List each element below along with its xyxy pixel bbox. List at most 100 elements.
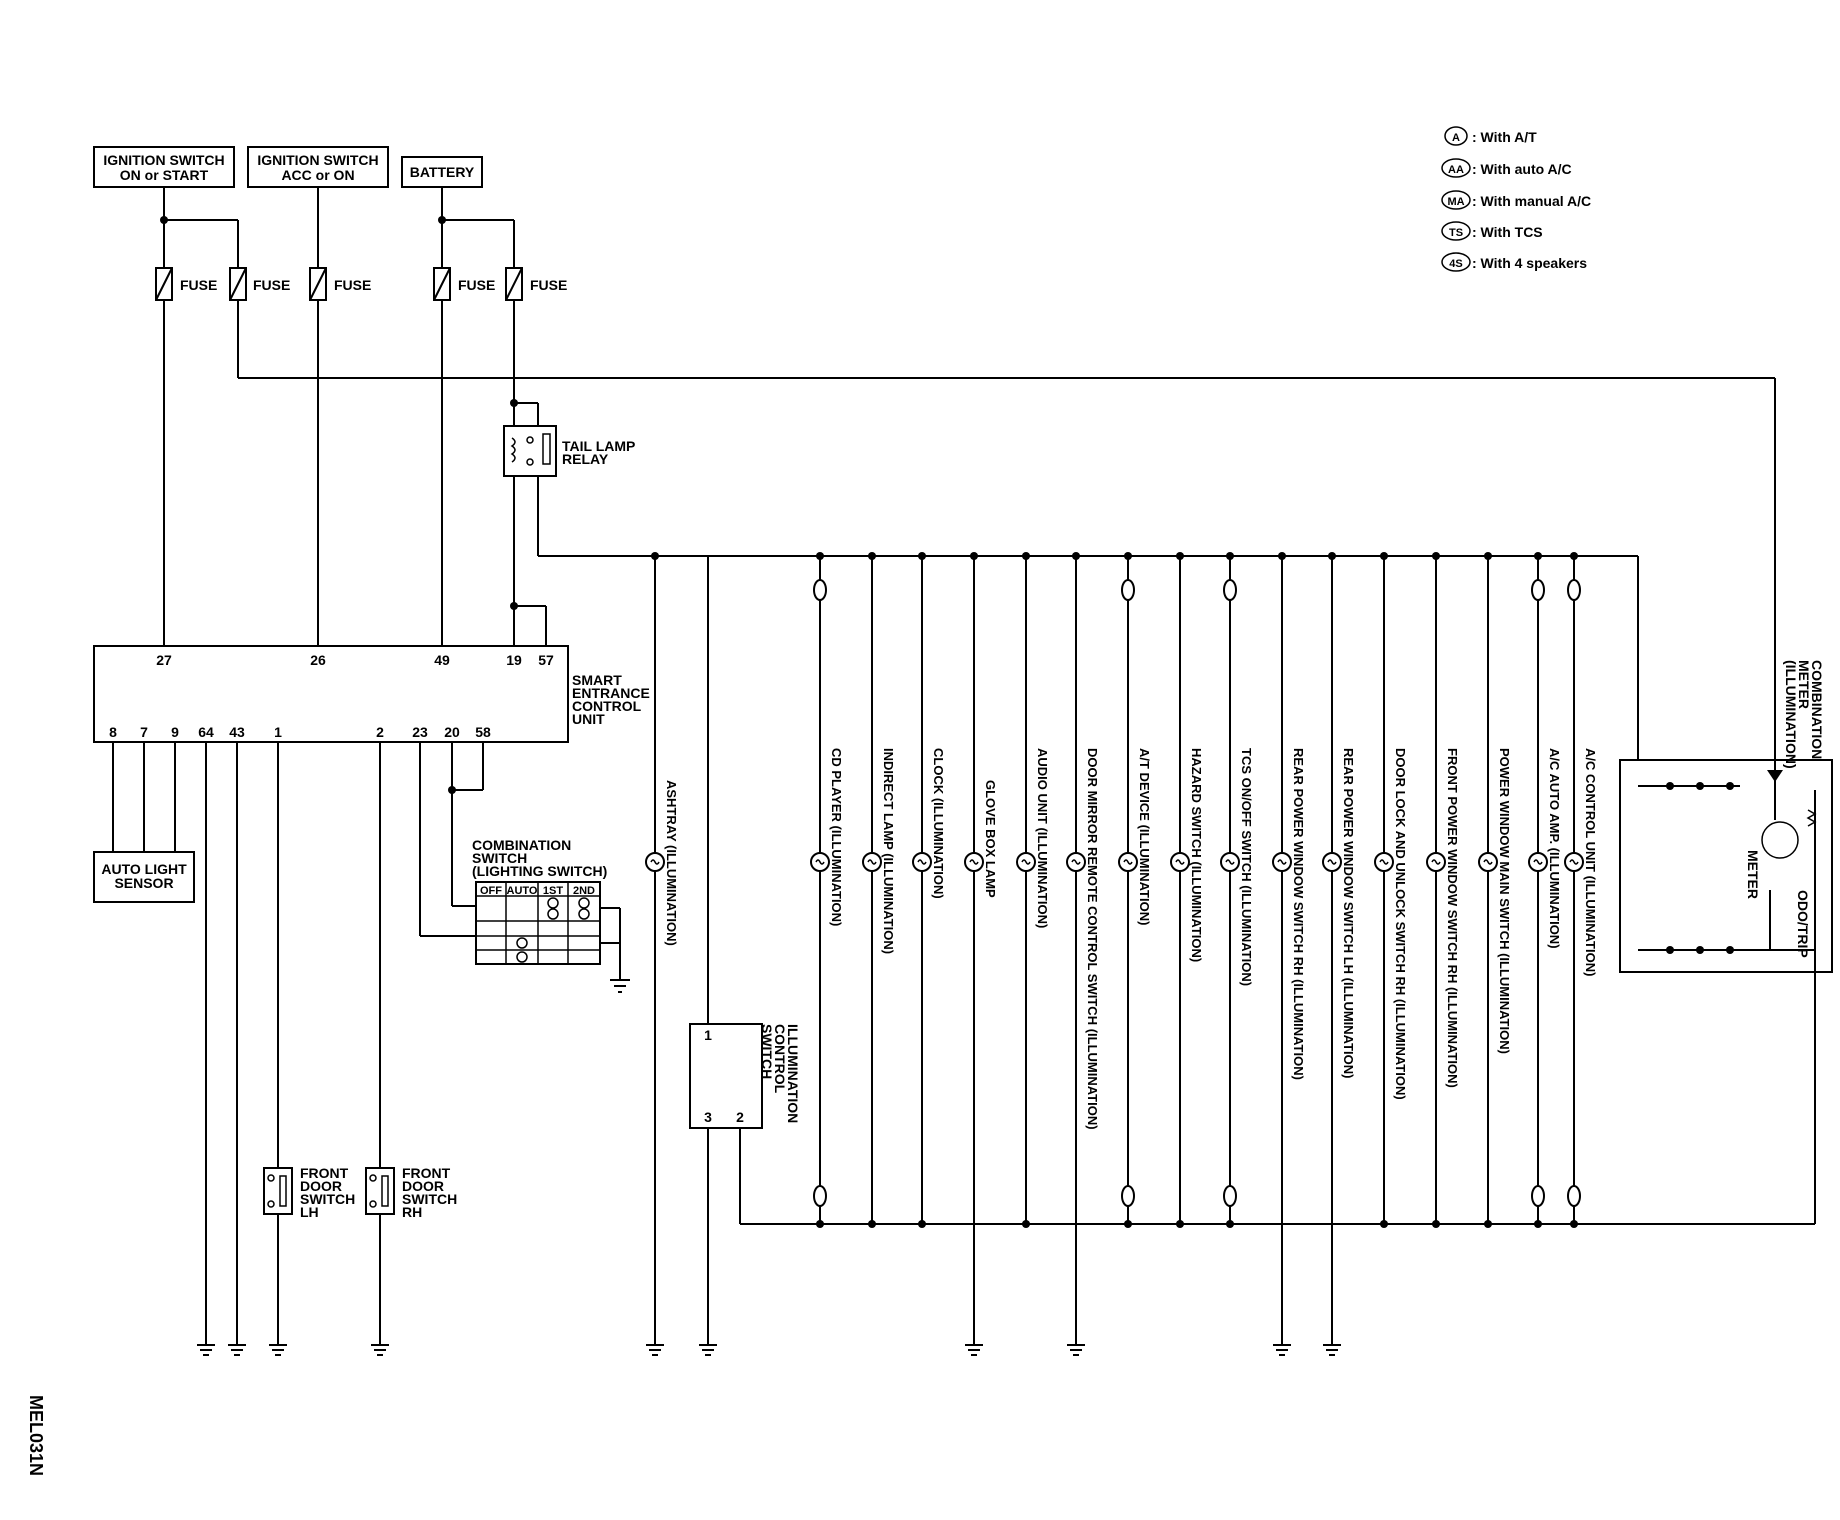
- sensor-label: SENSOR: [114, 875, 173, 891]
- lamp-branch: DOOR LOCK AND UNLOCK SWITCH RH (ILLUMINA…: [1374, 552, 1408, 1228]
- lamp-label: DOOR MIRROR REMOTE CONTROL SWITCH (ILLUM…: [1085, 748, 1100, 1130]
- relay-label: TAIL LAMP: [562, 438, 635, 454]
- lamp-branch: FRONT POWER WINDOW SWITCH RH (ILLUMINATI…: [1426, 552, 1460, 1228]
- legend-item: A : With A/T: [1444, 126, 1537, 146]
- lamp-label: REAR POWER WINDOW SWITCH RH (ILLUMINATIO…: [1291, 748, 1306, 1080]
- fuse-label: FUSE: [458, 277, 495, 293]
- switch-label: (LIGHTING SWITCH): [472, 863, 607, 879]
- door-switch-label: SWITCH: [300, 1191, 355, 1207]
- lamp-label: A/C CONTROL UNIT (ILLUMINATION): [1583, 748, 1598, 976]
- unit-label: ENTRANCE: [572, 685, 650, 701]
- battery: BATTERY: [401, 156, 483, 188]
- smart-entrance-control-unit: 27 26 49 19 57 8 7 9 64 43 1 2 23 20 58 …: [93, 645, 650, 743]
- lamp-label: AUDIO UNIT (ILLUMINATION): [1035, 748, 1050, 928]
- lamp-branch: REAR POWER WINDOW SWITCH LH (ILLUMINATIO…: [1322, 552, 1356, 1345]
- lamp-label: CLOCK (ILLUMINATION): [931, 748, 946, 899]
- lamp-branch: INDIRECT LAMP (ILLUMINATION): [862, 552, 896, 1228]
- fuse-label: FUSE: [334, 277, 371, 293]
- lamp-label: INDIRECT LAMP (ILLUMINATION): [881, 748, 896, 954]
- pin-label: 2: [376, 724, 384, 740]
- switch-label: CONTROL: [772, 1024, 788, 1094]
- lamp-branch: DOOR MIRROR REMOTE CONTROL SWITCH (ILLUM…: [1066, 552, 1100, 1345]
- pin-label: 9: [171, 724, 179, 740]
- fuse-label: FUSE: [530, 277, 567, 293]
- fuse: FUSE: [229, 220, 290, 301]
- source-label: BATTERY: [410, 164, 475, 180]
- front-door-switch-lh: FRONT DOOR SWITCH LH: [263, 1165, 355, 1220]
- auto-light-sensor: AUTO LIGHT SENSOR: [93, 851, 195, 903]
- legend-text: : With A/T: [1472, 129, 1537, 145]
- pin-label: 23: [412, 724, 428, 740]
- lamp-label: POWER WINDOW MAIN SWITCH (ILLUMINATION): [1497, 748, 1512, 1054]
- legend-text: : With auto A/C: [1472, 161, 1572, 177]
- pin-label: 57: [538, 652, 554, 668]
- ignition-switch-acc-on: IGNITION SWITCH ACC or ON: [247, 146, 389, 188]
- combination-meter: COMBINATION METER (ILLUMINATION) METER O…: [1619, 660, 1833, 1224]
- pin-label: 49: [434, 652, 450, 668]
- lamp-label: ASHTRAY (ILLUMINATION): [664, 780, 679, 946]
- fuse: FUSE: [155, 220, 217, 301]
- unit-label: SMART: [572, 672, 622, 688]
- legend-text: : With 4 speakers: [1472, 255, 1587, 271]
- ground-icon: [1323, 1344, 1341, 1356]
- lamp-label: GLOVE BOX LAMP: [983, 780, 998, 898]
- pin-label: 27: [156, 652, 172, 668]
- fuse-label: FUSE: [180, 277, 217, 293]
- meter-label: COMBINATION: [1809, 660, 1825, 759]
- lamp-label: DOOR LOCK AND UNLOCK SWITCH RH (ILLUMINA…: [1393, 748, 1408, 1100]
- pin-label: 26: [310, 652, 326, 668]
- legend-code: AA: [1448, 164, 1464, 176]
- lamp-branch: A/T DEVICE (ILLUMINATION): [1118, 552, 1152, 1228]
- pin-label: 19: [506, 652, 522, 668]
- lamp-label: TCS ON/OFF SWITCH (ILLUMINATION): [1239, 748, 1254, 986]
- ground-icon: [1273, 1344, 1291, 1356]
- pin-label: 2: [736, 1109, 744, 1125]
- lamp-branch: A/C CONTROL UNIT (ILLUMINATION): [1564, 552, 1598, 1228]
- lamp-branch: POWER WINDOW MAIN SWITCH (ILLUMINATION): [1478, 552, 1512, 1228]
- ground-icon: [699, 1344, 717, 1356]
- legend-item: TS : With TCS: [1441, 221, 1543, 241]
- ground-icon: [371, 1344, 389, 1356]
- legend-item: 4S : With 4 speakers: [1441, 252, 1587, 272]
- source-label: ACC or ON: [281, 167, 354, 183]
- legend-text: : With manual A/C: [1472, 193, 1591, 209]
- lamp-label: CD PLAYER (ILLUMINATION): [829, 748, 844, 926]
- ground-icon: [965, 1344, 983, 1356]
- legend-code: MA: [1447, 196, 1464, 208]
- lamp-branch: GLOVE BOX LAMP: [964, 552, 998, 1345]
- legend: A : With A/T AA : With auto A/C MA : Wit…: [1441, 126, 1591, 272]
- legend-item: MA : With manual A/C: [1441, 190, 1591, 210]
- door-switch-label: RH: [402, 1204, 422, 1220]
- switch-label: ILLUMINATION: [785, 1024, 801, 1123]
- legend-text: : With TCS: [1472, 224, 1543, 240]
- switch-position: AUTO: [507, 885, 538, 897]
- source-label: IGNITION SWITCH: [257, 152, 378, 168]
- legend-code: 4S: [1449, 258, 1462, 270]
- switch-label: SWITCH: [759, 1024, 775, 1079]
- meter-label: (ILLUMINATION): [1783, 660, 1799, 769]
- switch-position: 1ST: [543, 885, 563, 897]
- pin-label: 1: [274, 724, 282, 740]
- switch-label: SWITCH: [472, 850, 527, 866]
- relay-label: RELAY: [562, 451, 609, 467]
- unit-label: UNIT: [572, 711, 605, 727]
- source-label: ON or START: [120, 167, 209, 183]
- door-switch-label: LH: [300, 1204, 319, 1220]
- unit-label: CONTROL: [572, 698, 642, 714]
- meter-label: ODO/TRIP: [1795, 890, 1811, 958]
- fuse: FUSE: [433, 220, 495, 301]
- legend-code: TS: [1449, 227, 1463, 239]
- ground-icon: [646, 1344, 664, 1356]
- lamp-label: A/T DEVICE (ILLUMINATION): [1137, 748, 1152, 925]
- ground-symbols: [197, 1344, 1341, 1356]
- sensor-label: AUTO LIGHT: [101, 861, 187, 877]
- lamp-branch: CLOCK (ILLUMINATION): [912, 552, 946, 1228]
- door-switch-label: DOOR: [300, 1178, 342, 1194]
- meter-label: METER: [1745, 850, 1761, 899]
- source-label: IGNITION SWITCH: [103, 152, 224, 168]
- lamp-branch: HAZARD SWITCH (ILLUMINATION): [1170, 552, 1204, 1228]
- meter-label: METER: [1796, 660, 1812, 709]
- lamp-branch: REAR POWER WINDOW SWITCH RH (ILLUMINATIO…: [1272, 552, 1306, 1345]
- ground-icon: [1067, 1344, 1085, 1356]
